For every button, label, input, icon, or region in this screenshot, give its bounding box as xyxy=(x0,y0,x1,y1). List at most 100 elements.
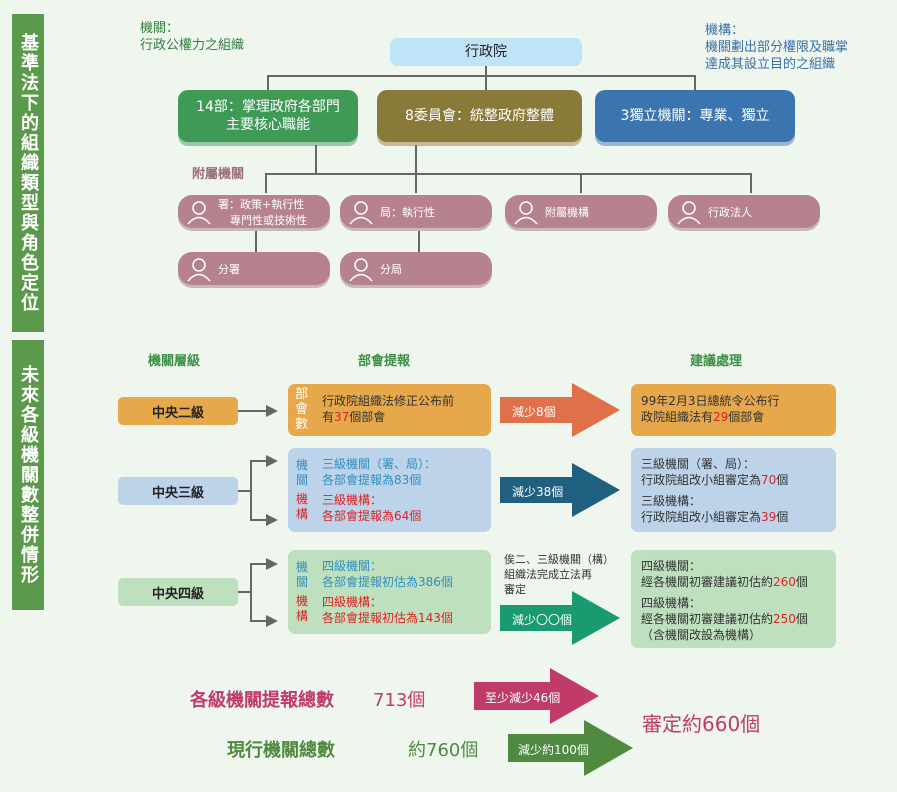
arrow-head-icon xyxy=(266,615,278,627)
text-seg: 各部會提報初估為 xyxy=(322,611,419,625)
note-line: 行政公權力之組織 xyxy=(140,38,245,53)
proposal-panel-level3: 機關 機構 三級機關（署、局）： 各部會提報為83個 三級機構： 各部會提報為6… xyxy=(288,448,491,532)
arrow-reduce-8 xyxy=(500,383,620,437)
proposal-text: 三級機構： 各部會提報為64個 xyxy=(322,492,421,524)
pill-line: 附屬機構 xyxy=(545,205,589,219)
pill-administration: 署：政策+執行性專門性或技術性 xyxy=(178,195,330,228)
text-line: 各部會提報初估為143個 xyxy=(322,610,453,626)
number: 83 xyxy=(394,473,410,487)
text-line: 各部會提報初估為386個 xyxy=(322,574,453,590)
text-seg: 個 xyxy=(776,473,789,487)
result-panel-level2: 99年2月3日總統令公布行 政院組織法有29個部會 xyxy=(631,384,836,436)
number: 29 xyxy=(713,410,729,424)
pill-line: 分署 xyxy=(218,262,240,276)
text-line: 四級機構： xyxy=(641,596,702,610)
text-line: （含機關改設為機構） xyxy=(641,628,762,642)
header-proposal: 部會提報 xyxy=(358,354,411,369)
connector xyxy=(267,75,695,77)
connector xyxy=(485,64,487,76)
arrow-reduce-tbd xyxy=(500,591,620,645)
attached-agencies-label: 附屬機關 xyxy=(192,167,245,182)
person-icon xyxy=(349,200,373,224)
result-text: 三級機構： 行政院組改小組審定為39個 xyxy=(641,493,788,525)
number: 260 xyxy=(773,575,796,589)
note-line: 達成其設立目的之組織 xyxy=(705,57,836,72)
text-line: 各部會提報為83個 xyxy=(322,472,436,488)
number: 386 xyxy=(418,575,441,589)
text-seg: 經各機關初審建議初估約 xyxy=(641,575,774,589)
text-line: 有37個部會 xyxy=(322,409,454,425)
text-seg: 個 xyxy=(409,473,422,487)
org-root-box: 行政院 xyxy=(390,38,582,66)
pill-line: 分局 xyxy=(380,262,402,276)
proposal-panel-level2: 部會數 行政院組織法修正公布前 有37個部會 xyxy=(288,384,491,436)
tag-agency: 機關 xyxy=(296,458,309,487)
text-line: 審定 xyxy=(504,583,526,596)
total-reported-value: 713個 xyxy=(373,690,426,711)
note-institution-definition: 機構： 機關劃出部分權限及職掌 達成其設立目的之組織 xyxy=(705,22,848,73)
note-line: 機關劃出部分權限及職掌 xyxy=(705,40,849,55)
connector xyxy=(315,145,317,175)
pending-note: 俟二、三級機關（構） 組織法完成立法再 審定 xyxy=(504,552,614,597)
number: 250 xyxy=(773,612,796,626)
text-seg: 個 xyxy=(776,510,789,524)
final-approved-total: 審定約660個 xyxy=(642,712,761,736)
number: 143 xyxy=(418,611,441,625)
connector xyxy=(265,173,267,193)
box-line: 14部：掌理政府各部門 xyxy=(196,99,340,115)
number: 70 xyxy=(761,473,777,487)
person-icon xyxy=(187,257,211,281)
pill-line: 專門性或技術性 xyxy=(230,213,307,227)
result-panel-level4: 四級機關： 經各機關初審建議初估約260個 四級機構： 經各機關初審建議初估約2… xyxy=(631,550,836,648)
connector xyxy=(580,173,582,193)
person-icon xyxy=(677,200,701,224)
arrow-reduce-38 xyxy=(500,463,620,517)
text-seg: 個 xyxy=(440,611,453,625)
org-ministries-box: 14部：掌理政府各部門主要核心職能 xyxy=(178,90,358,142)
proposal-panel-level4: 機關 機構 四級機關： 各部會提報初估為386個 四級機構： 各部會提報初估為1… xyxy=(288,550,491,634)
text-line: 經各機關初審建議初估約250個 xyxy=(641,611,808,627)
pill-branch-administration: 分署 xyxy=(178,252,330,285)
side-label-bottom: 未來各級機關數整併情形 xyxy=(12,340,44,610)
text-seg: 行政院組改小組審定為 xyxy=(641,473,762,487)
tag-ministry-count: 部會數 xyxy=(295,387,309,432)
text-line: 行政院組織法修正公布前 xyxy=(322,394,455,408)
box-line: 3獨立機關：專業、獨立 xyxy=(620,108,770,124)
connector xyxy=(250,519,270,521)
connector xyxy=(750,173,752,193)
text-line: 組織法完成立法再 xyxy=(504,568,592,581)
connector xyxy=(694,75,696,91)
total-reported-label: 各級機關提報總數 xyxy=(190,690,334,711)
text-line: 三級機關（署、局）： xyxy=(322,457,437,471)
arrow-head-icon xyxy=(266,455,278,467)
connector xyxy=(250,460,270,462)
text-line: 99年2月3日總統令公布行 xyxy=(641,394,780,408)
pill-line: 局：執行性 xyxy=(380,205,435,219)
text-seg: 個部會 xyxy=(349,410,386,424)
result-text: 三級機關（署、局）： 行政院組改小組審定為70個 xyxy=(641,456,788,488)
text-line: 行政院組改小組審定為39個 xyxy=(641,509,788,525)
number: 37 xyxy=(334,410,350,424)
connector xyxy=(250,563,252,621)
person-icon xyxy=(514,200,538,224)
org-independent-box: 3獨立機關：專業、獨立 xyxy=(595,90,795,142)
proposal-text: 四級機構： 各部會提報初估為143個 xyxy=(322,594,453,626)
connector xyxy=(265,173,751,175)
text-seg: 各部會提報初估為 xyxy=(322,575,419,589)
connector xyxy=(238,490,250,492)
note-line: 機關： xyxy=(140,21,180,36)
proposal-text: 四級機關： 各部會提報初估為386個 xyxy=(322,558,453,590)
level-central-4: 中央四級 xyxy=(118,578,238,606)
connector xyxy=(250,620,270,622)
box-line: 8委員會：統整政府整體 xyxy=(405,108,554,124)
text-line: 三級機構： xyxy=(322,493,383,507)
pill-bureau: 局：執行性 xyxy=(340,195,492,228)
text-seg: 經各機關初審建議初估約 xyxy=(641,612,774,626)
arrow-label: 減少38個 xyxy=(512,485,564,499)
text-line: 經各機關初審建議初估約260個 xyxy=(641,574,808,590)
level-central-2: 中央二級 xyxy=(118,397,238,425)
pill-administrative-corporation: 行政法人 xyxy=(668,195,820,228)
arrow-label: 減少約100個 xyxy=(518,743,589,757)
side-label-top: 基準法下的組織類型與角色定位 xyxy=(12,14,44,332)
text-line: 三級機構： xyxy=(641,494,702,508)
